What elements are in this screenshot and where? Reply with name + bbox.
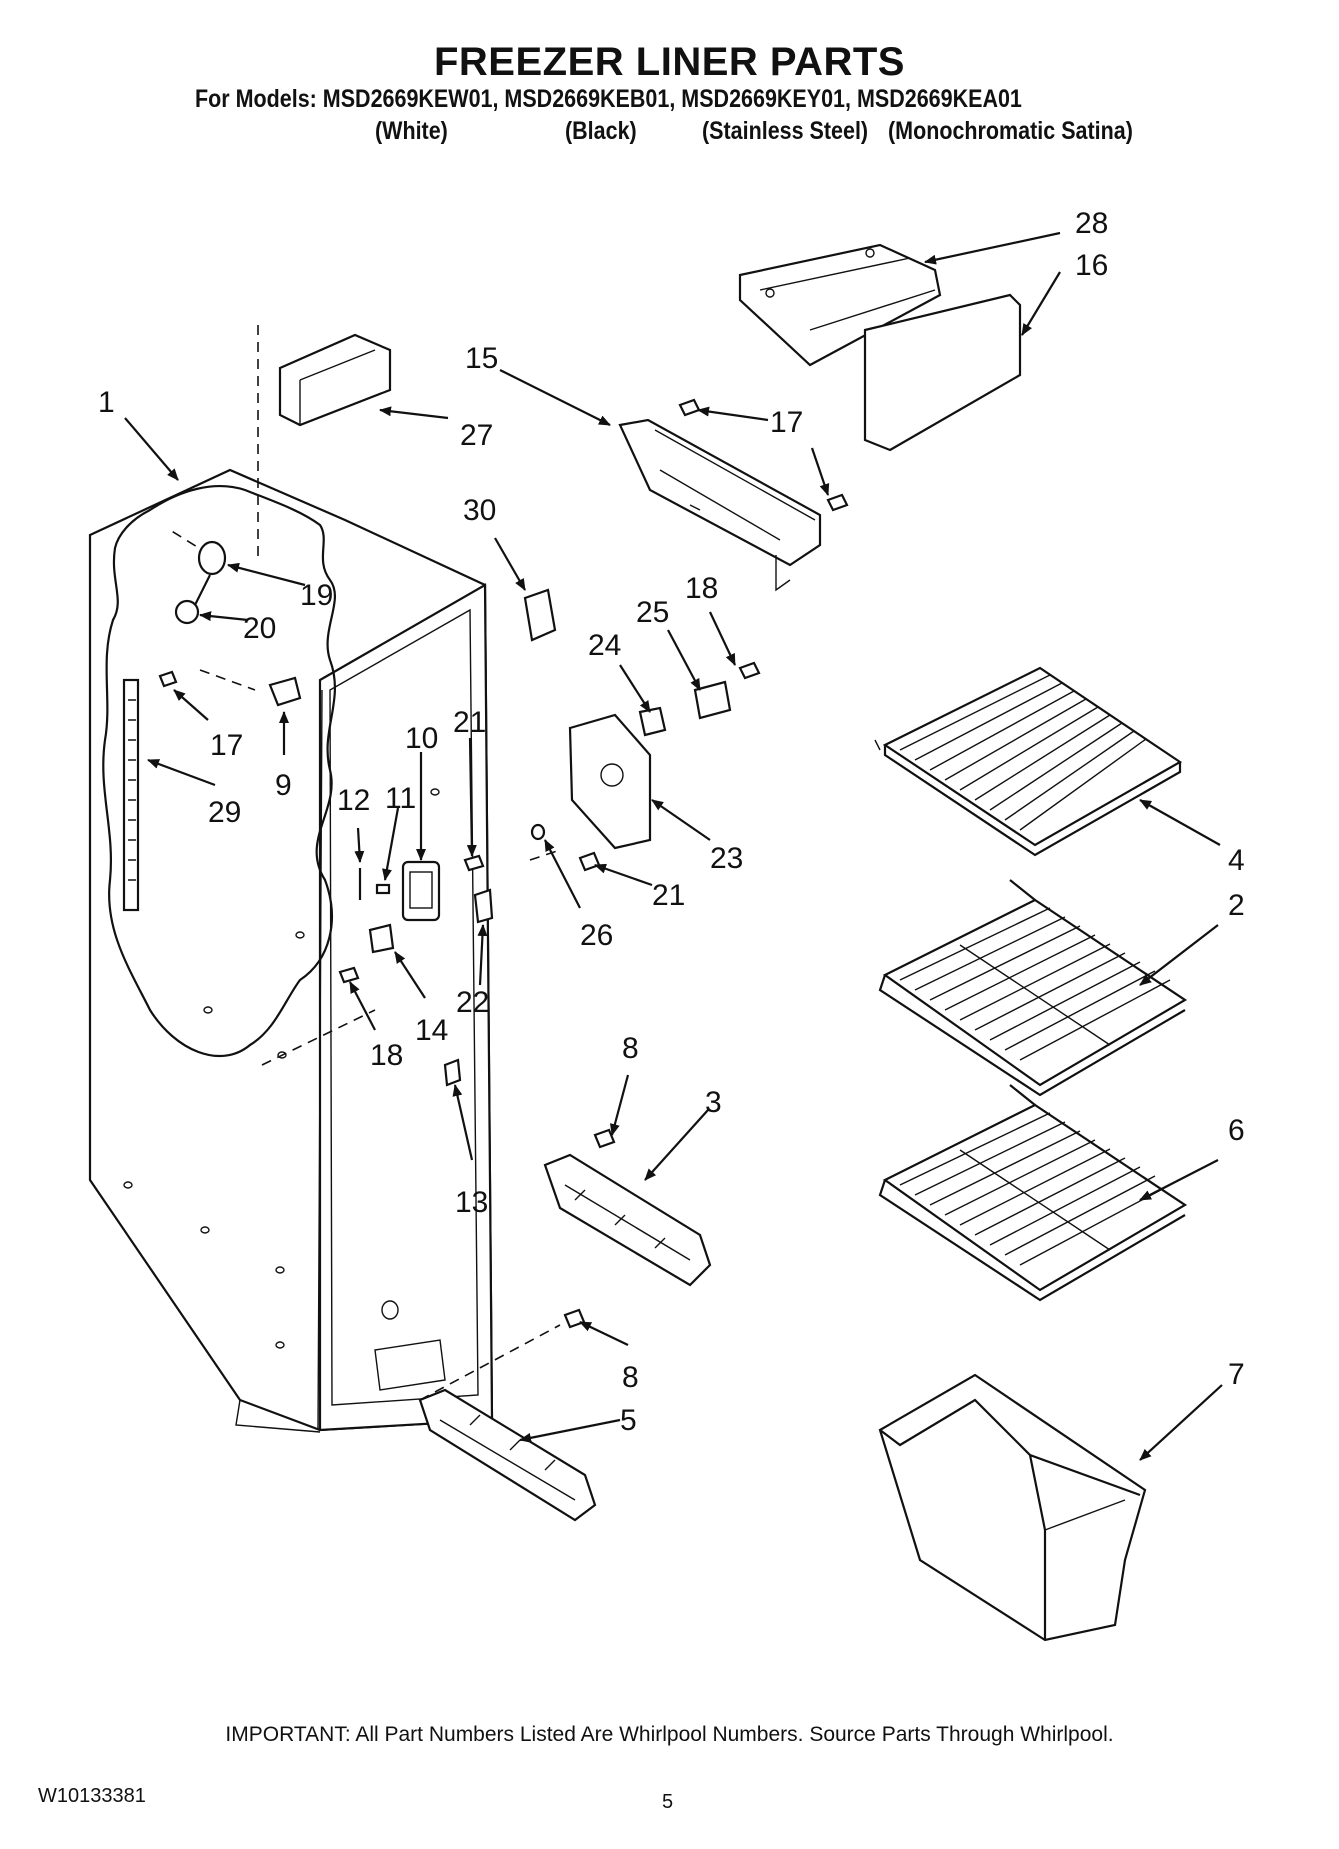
callout-30: 30 — [463, 494, 496, 527]
callout-8-upper: 8 — [622, 1032, 639, 1065]
page-title: FREEZER LINER PARTS — [433, 40, 905, 84]
callout-23: 23 — [710, 842, 743, 875]
callout-18-left: 18 — [370, 1039, 403, 1072]
variant-satina: (Monochromatic Satina) — [888, 117, 1133, 145]
part-18-screw-right — [738, 661, 761, 680]
part-21-screw-left — [463, 854, 485, 872]
callout-8-lower: 8 — [622, 1361, 639, 1394]
part-15-housing — [618, 418, 822, 567]
callout-16: 16 — [1075, 249, 1108, 282]
callout-4: 4 — [1228, 844, 1245, 877]
part-10-housing — [401, 860, 441, 922]
part-6-wire-shelf — [878, 1084, 1188, 1302]
part-19-socket — [197, 540, 227, 576]
callout-9: 9 — [275, 769, 292, 802]
callout-15: 15 — [465, 342, 498, 375]
part-21-screw-right — [578, 851, 601, 872]
part-5-rail — [418, 1388, 597, 1522]
callout-18-right: 18 — [685, 572, 718, 605]
part-11-clip — [375, 883, 391, 895]
callout-29: 29 — [208, 796, 241, 829]
models-line: For Models: MSD2669KEW01, MSD2669KEB01, … — [195, 85, 1022, 113]
part-27-cover — [278, 333, 392, 427]
callout-19: 19 — [300, 579, 333, 612]
part-26-plug — [530, 823, 546, 841]
part-8-screw-upper — [593, 1128, 616, 1149]
part-17-screw-left — [158, 670, 178, 688]
callout-12: 12 — [337, 784, 370, 817]
part-14-board — [368, 923, 395, 954]
callout-7: 7 — [1228, 1358, 1245, 1391]
callout-20: 20 — [243, 612, 276, 645]
part-8-screw-lower — [563, 1308, 586, 1329]
callout-21-left: 21 — [453, 706, 486, 739]
callout-26: 26 — [580, 919, 613, 952]
callout-13: 13 — [455, 1186, 488, 1219]
part-13-switch — [443, 1058, 462, 1087]
callout-17-left: 17 — [210, 729, 243, 762]
variant-black: (Black) — [565, 117, 637, 145]
part-22-bracket — [473, 888, 494, 924]
callout-3: 3 — [705, 1086, 722, 1119]
part-2-wire-shelf — [878, 879, 1188, 1097]
part-18-screw-left — [338, 966, 360, 984]
part-16-panel — [863, 293, 1022, 452]
document-id: W10133381 — [38, 1785, 146, 1807]
callout-2: 2 — [1228, 889, 1245, 922]
callout-24: 24 — [588, 629, 621, 662]
part-7-bin — [878, 1373, 1147, 1642]
callout-17-top: 17 — [770, 406, 803, 439]
callout-22: 22 — [456, 986, 489, 1019]
callout-5: 5 — [620, 1404, 637, 1437]
part-23-plate — [568, 713, 652, 850]
part-17-screw-top — [678, 398, 701, 417]
important-note: IMPORTANT: All Part Numbers Listed Are W… — [225, 1723, 1114, 1746]
part-9-bracket — [268, 676, 302, 707]
part-20-bulb — [174, 599, 200, 625]
variant-white: (White) — [375, 117, 448, 145]
callout-1: 1 — [98, 386, 115, 419]
callout-25: 25 — [636, 596, 669, 629]
part-17-screw-right — [826, 493, 849, 512]
variant-stainless: (Stainless Steel) — [702, 117, 869, 145]
callout-10: 10 — [405, 722, 438, 755]
callout-28: 28 — [1075, 207, 1108, 240]
part-30-clip — [523, 588, 557, 642]
callout-21-right: 21 — [652, 879, 685, 912]
callout-11: 11 — [385, 782, 416, 815]
callout-14: 14 — [415, 1014, 448, 1047]
freezer-liner — [88, 468, 494, 1433]
part-28-cover — [738, 243, 942, 367]
callout-6: 6 — [1228, 1114, 1245, 1147]
part-24-clip — [638, 706, 667, 737]
part-25-board — [693, 680, 732, 720]
part-3-rail — [543, 1153, 712, 1287]
page-number: 5 — [662, 1791, 674, 1813]
callout-27: 27 — [460, 419, 493, 452]
part-4-glass-shelf — [874, 666, 1183, 857]
